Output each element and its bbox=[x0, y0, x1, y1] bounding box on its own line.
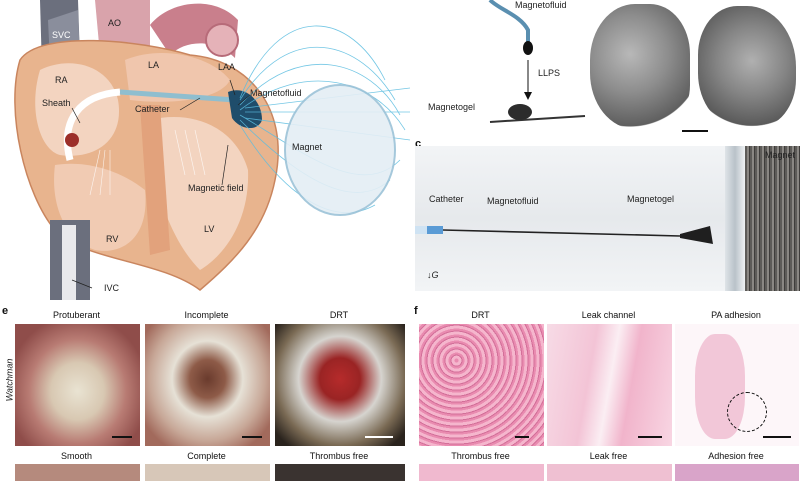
label-rv: RV bbox=[106, 234, 119, 244]
title-incomplete: Incomplete bbox=[184, 310, 229, 320]
scale-bar-e2 bbox=[242, 436, 262, 438]
title-f-drt: DRT bbox=[471, 310, 490, 320]
label-c-catheter: Catheter bbox=[429, 194, 464, 204]
title-thrombus-free-e: Thrombus free bbox=[309, 451, 369, 461]
scale-bar-e1 bbox=[112, 436, 132, 438]
gravity-symbol: G bbox=[431, 270, 439, 280]
title-leak-free: Leak free bbox=[589, 451, 628, 461]
title-adhesion-free: Adhesion free bbox=[708, 451, 764, 461]
scale-bar-f1 bbox=[515, 436, 529, 438]
histology-thrombus-free bbox=[418, 463, 545, 482]
row-label-watchman: Watchman bbox=[4, 358, 15, 402]
photo-drt bbox=[274, 323, 406, 447]
title-f-thrombus-free: Thrombus free bbox=[451, 451, 510, 461]
label-b-magnetofluid: Magnetofluid bbox=[515, 0, 567, 10]
label-c-magnetogel: Magnetogel bbox=[627, 194, 675, 204]
label-magnet: Magnet bbox=[292, 142, 323, 152]
label-la: LA bbox=[148, 60, 160, 70]
magnetogel-microct-left bbox=[590, 4, 690, 129]
heart-illustration bbox=[14, 0, 411, 300]
scale-bar-b bbox=[682, 130, 708, 132]
panel-letter-c: c bbox=[415, 138, 422, 150]
label-ivc: IVC bbox=[104, 283, 120, 293]
panel-e: e Watchman Protuberant Incomplete DRT Sm… bbox=[0, 305, 410, 482]
title-pa-adhesion: PA adhesion bbox=[711, 310, 761, 320]
label-lv: LV bbox=[204, 224, 215, 234]
label-sheath: Sheath bbox=[42, 98, 71, 108]
title-protuberant: Protuberant bbox=[52, 310, 101, 320]
llps-schematic bbox=[488, 0, 586, 123]
photo-protuberant bbox=[14, 323, 141, 447]
magnet-block bbox=[745, 146, 800, 291]
panel-letter-e: e bbox=[2, 305, 9, 317]
label-catheter: Catheter bbox=[135, 104, 170, 114]
photo-complete bbox=[144, 463, 271, 482]
histology-leak-channel bbox=[546, 323, 673, 447]
title-leak-channel: Leak channel bbox=[581, 310, 636, 320]
panel-letter-f: f bbox=[414, 305, 418, 317]
title-smooth: Smooth bbox=[60, 451, 93, 461]
label-b-magnetogel: Magnetogel bbox=[428, 102, 476, 112]
histology-pa-adhesion bbox=[674, 323, 800, 447]
histology-drt bbox=[418, 323, 545, 447]
scale-bar-f3 bbox=[763, 436, 791, 438]
histology-adhesion-free bbox=[674, 463, 800, 482]
label-magnetic-field: Magnetic field bbox=[188, 183, 244, 193]
photo-thrombus-free bbox=[274, 463, 406, 482]
title-complete: Complete bbox=[187, 451, 226, 461]
label-gravity: ↓G bbox=[427, 270, 439, 280]
label-c-magnet: Magnet bbox=[765, 150, 796, 160]
label-ra: RA bbox=[55, 75, 68, 85]
scale-bar-e3 bbox=[365, 436, 393, 438]
photo-smooth bbox=[14, 463, 141, 482]
label-svc: SVC bbox=[52, 30, 71, 40]
label-magnetofluid: Magnetofluid bbox=[250, 88, 302, 98]
panel-c: c Magnet Catheter Magnetofluid Magnetoge… bbox=[415, 138, 800, 298]
photo-incomplete bbox=[144, 323, 271, 447]
label-ao: AO bbox=[108, 18, 122, 28]
magnet-holder bbox=[725, 146, 745, 291]
label-c-magnetofluid: Magnetofluid bbox=[487, 196, 539, 206]
panel-b: Magnetofluid LLPS Magnetogel bbox=[420, 0, 800, 135]
label-laa: LAA bbox=[218, 62, 236, 72]
adhesion-highlight-circle bbox=[727, 392, 767, 432]
magnetogel-microct-right bbox=[698, 6, 796, 128]
catheter-line bbox=[415, 226, 713, 244]
label-llps: LLPS bbox=[538, 68, 561, 78]
histology-leak-free bbox=[546, 463, 673, 482]
panel-a: SVC AO LA LAA RA Sheath Catheter Magneto… bbox=[0, 0, 415, 300]
title-drt: DRT bbox=[329, 310, 349, 320]
panel-f: f DRT Leak channel PA adhesion Thrombus … bbox=[410, 305, 800, 482]
scale-bar-f2 bbox=[638, 436, 662, 438]
